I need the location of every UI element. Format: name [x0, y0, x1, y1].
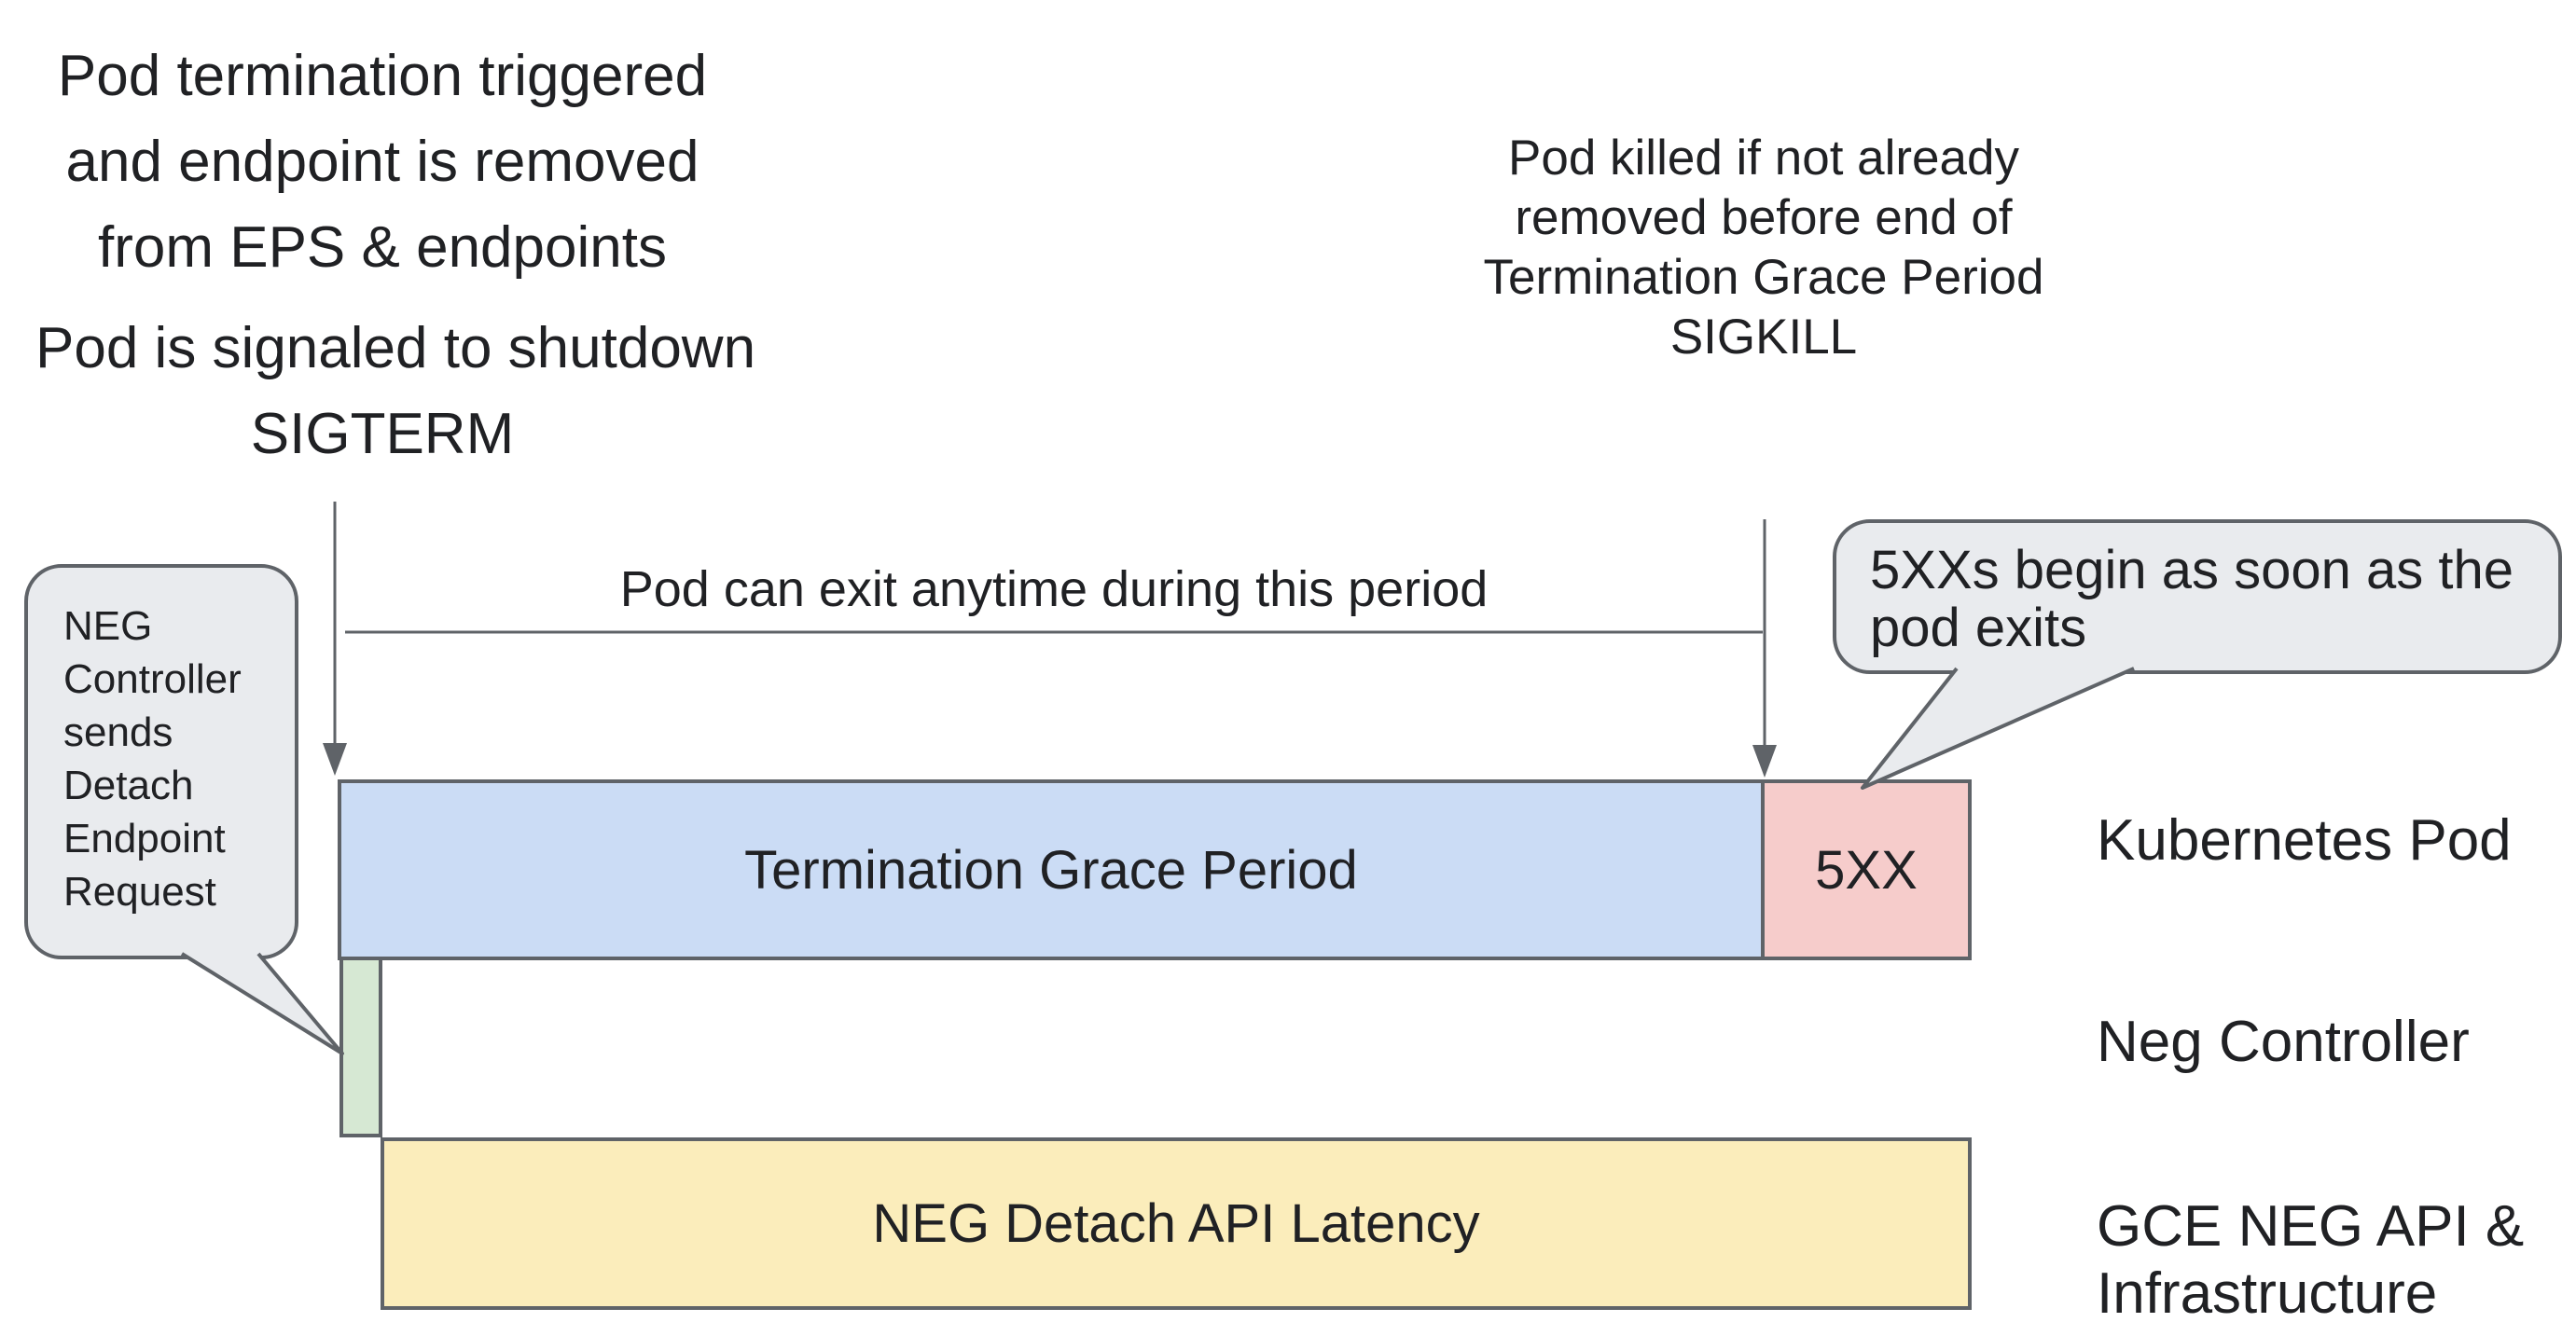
- pod-exit-period-label: Pod can exit anytime during this period: [619, 561, 1489, 617]
- note-line: removed before end of: [1515, 190, 2013, 245]
- callout-line: Controller: [63, 656, 242, 702]
- lane-label-kubernetes-pod: Kubernetes Pod: [2097, 808, 2512, 873]
- lane-label-neg-controller: Neg Controller: [2097, 1010, 2470, 1074]
- sigkill-note: Pod killed if not already removed before…: [1461, 129, 2067, 367]
- note-line: Pod killed if not already: [1508, 131, 2019, 186]
- sigkill-arrowhead-icon: [1752, 745, 1777, 778]
- callout-line: 5XXs begin as soon as the: [1870, 540, 2514, 600]
- note-line: Pod termination triggered: [57, 44, 708, 108]
- sigterm-note: Pod is signaled to shutdown SIGTERM: [35, 306, 756, 477]
- callout-line: NEG: [63, 603, 153, 649]
- 5xx-errors-bar-label: 5XX: [1815, 839, 1918, 901]
- lane-label-line: GCE NEG API &: [2097, 1194, 2525, 1259]
- neg-detach-api-latency-bar: NEG Detach API Latency: [381, 1137, 1972, 1310]
- callout-line: Request: [63, 869, 216, 915]
- pod-termination-note-para1: Pod termination triggered and endpoint i…: [35, 34, 729, 291]
- lane-label-line: Infrastructure: [2097, 1261, 2438, 1326]
- note-line: and endpoint is removed: [65, 130, 699, 194]
- callout-line: pod exits: [1870, 598, 2087, 658]
- neg-controller-callout-bubble: NEG Controller sends Detach Endpoint Req…: [24, 564, 298, 959]
- termination-grace-period-bar-label: Termination Grace Period: [744, 839, 1358, 901]
- neg-detach-api-latency-bar-label: NEG Detach API Latency: [872, 1193, 1480, 1254]
- lane-label-gce-neg-api: GCE NEG API & Infrastructure: [2097, 1193, 2524, 1328]
- note-line: from EPS & endpoints: [98, 215, 667, 280]
- note-line: SIGTERM: [250, 402, 515, 466]
- 5xx-errors-bar: 5XX: [1761, 779, 1972, 960]
- left-bubble-tail: [180, 952, 344, 1055]
- 5xx-callout-bubble: 5XXs begin as soon as the pod exits: [1833, 519, 2562, 674]
- termination-grace-period-bar: Termination Grace Period: [338, 779, 1765, 960]
- callout-line: Detach: [63, 763, 194, 808]
- right-bubble-tail: [1861, 667, 2135, 790]
- sigterm-arrowhead-icon: [323, 743, 347, 776]
- neg-detach-request-bar: [339, 957, 382, 1137]
- note-line: Termination Grace Period: [1483, 250, 2044, 305]
- note-line: Pod is signaled to shutdown: [35, 316, 756, 380]
- callout-line: sends: [63, 709, 173, 755]
- pod-termination-note: Pod termination triggered and endpoint i…: [35, 34, 756, 477]
- note-line: SIGKILL: [1669, 310, 1858, 365]
- callout-line: Endpoint: [63, 816, 226, 861]
